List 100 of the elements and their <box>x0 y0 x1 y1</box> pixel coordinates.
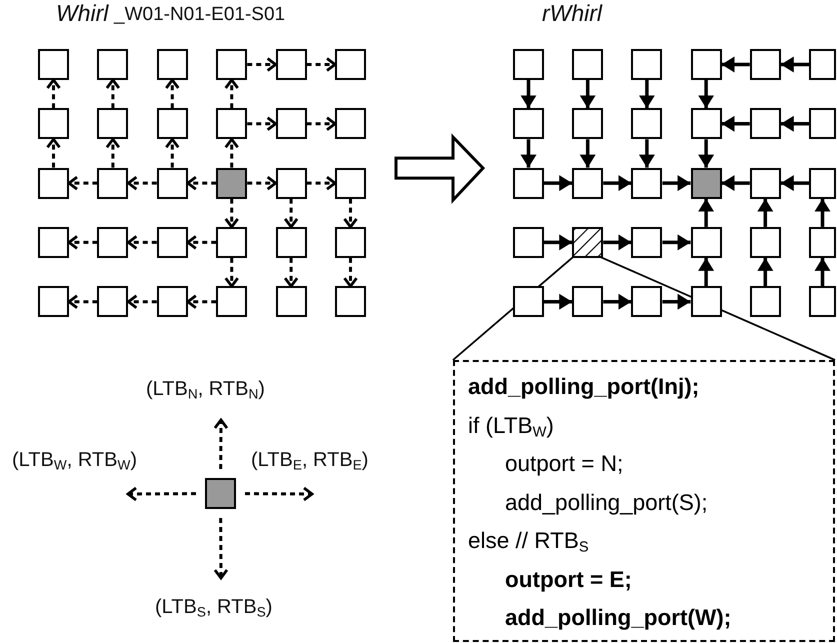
highlighted-router-box <box>205 478 236 509</box>
code-line: outport = E; <box>505 566 632 592</box>
router-box <box>156 286 188 318</box>
router-box <box>216 226 248 258</box>
code-line: outport = N; <box>505 451 624 477</box>
dashed-arrow <box>127 176 157 190</box>
arrow <box>780 175 809 192</box>
arrow <box>722 175 750 192</box>
router-box <box>335 108 366 140</box>
dashed-arrow <box>127 235 157 250</box>
router-box <box>690 226 722 258</box>
arrow <box>544 294 572 310</box>
arrow <box>580 139 596 168</box>
arrow <box>603 294 632 310</box>
router-box <box>97 108 128 140</box>
dashed-arrow <box>46 78 61 108</box>
dashed-arrow <box>306 116 336 132</box>
arrow <box>638 80 655 108</box>
code-line: add_polling_port(S); <box>505 490 708 516</box>
router-box <box>335 168 366 199</box>
router-box <box>809 108 836 140</box>
arrow <box>698 198 714 227</box>
arrow <box>544 234 572 250</box>
dashed-arrow <box>224 198 240 228</box>
arrow <box>520 80 536 108</box>
router-box <box>631 168 662 199</box>
dashed-arrow <box>68 235 98 250</box>
router-box <box>335 286 366 318</box>
code-panel <box>453 360 835 642</box>
router-box <box>97 226 128 258</box>
dashed-arrow <box>164 78 180 108</box>
router-box <box>809 226 836 258</box>
arrow <box>662 294 691 310</box>
router-box <box>276 168 307 199</box>
arrow <box>698 139 714 168</box>
arrow <box>757 198 774 227</box>
dashed-arrow <box>46 138 61 168</box>
dashed-arrow <box>284 198 298 228</box>
port-label: (LTB$_{S}$, RTB$_{S}$) <box>155 596 272 620</box>
arrow <box>662 175 691 192</box>
code-line: add_polling_port(Inj); <box>468 374 700 400</box>
dashed-arrow <box>247 57 277 72</box>
dashed-arrow <box>68 176 98 190</box>
router-box <box>276 49 307 80</box>
port-label: (LTB$_{W}$, RTB$_{W}$) <box>12 449 137 472</box>
router-box <box>690 108 722 140</box>
router-box <box>513 108 544 140</box>
router-box <box>156 108 188 140</box>
router-box <box>809 168 836 199</box>
router-box <box>750 49 781 80</box>
router-box <box>156 49 188 80</box>
arrow <box>722 116 750 132</box>
arrow <box>698 258 714 286</box>
dashed-arrow <box>245 486 314 502</box>
code-line: add_polling_port(W); <box>505 605 732 631</box>
grid-title: Whirl <box>56 0 108 27</box>
router-box <box>750 108 781 140</box>
dashed-arrow <box>214 518 228 580</box>
router-box <box>631 108 662 140</box>
arrow <box>780 116 809 132</box>
dashed-arrow <box>186 176 216 190</box>
arrow <box>814 198 830 227</box>
router-box <box>631 49 662 80</box>
arrow <box>662 234 691 250</box>
router-box <box>276 226 307 258</box>
arrow <box>814 258 830 286</box>
router-box <box>572 168 604 199</box>
dashed-arrow <box>106 138 120 168</box>
router-box <box>809 286 836 318</box>
block-arrow <box>394 133 486 204</box>
arrow <box>603 175 632 192</box>
arrow <box>722 56 750 72</box>
router-box <box>38 226 69 258</box>
dashed-arrow <box>224 138 240 168</box>
dashed-arrow <box>284 258 298 288</box>
dashed-arrow <box>247 176 277 190</box>
router-box <box>276 108 307 140</box>
port-label: (LTB$_{N}$, RTB$_{N}$) <box>146 378 265 402</box>
router-box <box>216 108 248 140</box>
router-box <box>38 108 69 140</box>
router-box <box>335 226 366 258</box>
dashed-arrow <box>247 116 277 132</box>
highlighted-router-box <box>216 168 248 199</box>
dashed-arrow <box>126 486 196 502</box>
router-box <box>216 286 248 318</box>
dashed-arrow <box>186 235 216 250</box>
router-box <box>97 49 128 80</box>
router-box <box>809 49 836 80</box>
router-box <box>335 49 366 80</box>
router-box <box>572 286 604 318</box>
router-box <box>631 286 662 318</box>
arrow <box>603 234 632 250</box>
router-box <box>38 168 69 199</box>
hatched-router-box <box>572 226 604 258</box>
arrow <box>580 80 596 108</box>
arrow <box>757 258 774 286</box>
router-box <box>513 49 544 80</box>
grid-title: rWhirl <box>542 0 602 27</box>
router-box <box>156 226 188 258</box>
router-box <box>513 168 544 199</box>
